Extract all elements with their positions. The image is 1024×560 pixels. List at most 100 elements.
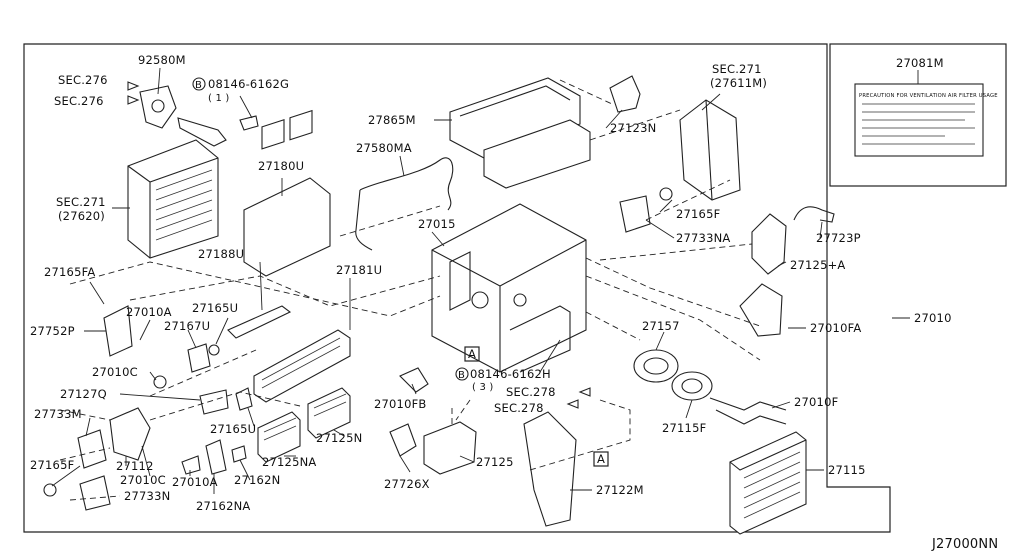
side-vent-27181u-part [253,329,351,403]
label-27733n: 27733N [124,489,170,503]
label-27157: 27157 [642,319,680,333]
label-27112: 27112 [116,459,154,473]
label-27180u: 27180U [258,159,304,173]
label-box-frame [829,43,1007,187]
main-frame [23,43,891,533]
upper-duct-part [449,77,591,189]
bolt-symbol-1-letter: B [195,80,202,91]
label-27010c-top: 27010C [92,365,138,379]
label-27752p: 27752P [30,324,75,338]
diagram-code: J27000NN [931,537,998,552]
label-27167u: 27167U [164,319,210,333]
label-27010a-bot: 27010A [172,475,218,489]
link-27162na-part [205,439,227,475]
grommet-27157-part [633,349,679,383]
bracket-27010fb-part [399,367,429,393]
label-27010c-bot: 27010C [120,473,166,487]
label-27125: 27125 [476,455,514,469]
label-27122m: 27122M [596,483,644,497]
label-27127q: 27127Q [60,387,107,401]
label-27165fa: 27165FA [44,265,95,279]
motor-27112-part [109,407,151,461]
ref-label-a2: A [597,452,605,466]
label-27165u-top: 27165U [192,301,238,315]
actuator-27733na-part [619,187,673,233]
ref-box-a1 [464,346,480,362]
label-27010f: 27010F [794,395,838,409]
bracket-27123n-part [609,75,641,113]
label-sec271-a: SEC.271 [56,195,106,209]
label-sec271-b: SEC.271 [712,62,762,76]
defrost-nozzle-part [227,305,292,339]
unit-27125pa-part [751,213,787,275]
label-27865m: 27865M [368,113,416,127]
label-27010fa: 27010FA [810,321,861,335]
sec-arrows [127,81,591,409]
duct-27122m-part [523,411,577,527]
warning-label-sticker [854,70,984,157]
center-vent-part [243,109,331,277]
label-27123n: 27123N [610,121,656,135]
label-sec278-a: SEC.278 [506,385,556,399]
wire-harness-part [355,157,454,251]
dashed-guide-lines [59,79,761,501]
link-27010a-part [181,455,201,475]
side-duct-part [679,99,741,201]
label-27125n: 27125N [316,431,362,445]
clip-27010c-part [153,375,167,389]
label-27162na: 27162NA [196,499,250,513]
actuator-27733n-part [79,475,111,511]
actuator-27733m-part [77,429,107,469]
label-bolt-08146-6162g: 08146-6162G [208,77,289,91]
label-27125pa: 27125+A [790,258,846,272]
filter-cover-part [139,85,259,147]
label-sec276-a: SEC.276 [58,73,108,87]
heater-core-27115-part [729,431,807,535]
label-27733m: 27733M [34,407,82,421]
label-27165f-left: 27165F [30,458,74,472]
screw-27165f-part [43,483,57,497]
clip-27165u-lower-part [235,387,253,411]
clip-27165u-part [208,344,220,356]
bracket-27752p-part [103,305,133,357]
label-27733na: 27733NA [676,231,730,245]
label-27010a-top: 27010A [126,305,172,319]
label-27081m: 27081M [896,56,944,70]
label-27162n: 27162N [234,473,280,487]
label-bolt-08146-6162h: 08146-6162H [470,367,551,381]
actuator-27167u-part [187,343,211,373]
label-27010: 27010 [914,311,952,325]
label-27165f-top: 27165F [676,207,720,221]
label-sticker-title: PRECAUTION FOR VENTILATION AIR FILTER US… [859,93,998,99]
label-bolt-08146-6162h-qty: ( 3 ) [472,382,494,393]
bolt-symbol-2-letter: B [458,370,465,381]
vent-27125n-part [307,387,351,439]
evaporator-core-part [127,139,219,259]
bolt-symbol-1 [192,77,206,91]
vent-27125na-part [257,411,301,463]
label-27165u-bot: 27165U [210,422,256,436]
label-sec271-a-ref: (27620) [58,209,105,223]
link-27127q-part [199,389,229,415]
label-sec276-b: SEC.276 [54,94,104,108]
unit-27125-part [423,421,477,475]
label-27010fb: 27010FB [374,397,427,411]
label-27580ma: 27580MA [356,141,412,155]
sensor-27726x-part [389,423,417,457]
label-27188u: 27188U [198,247,244,261]
label-sec278-b: SEC.278 [494,401,544,415]
label-sec271-b-ref: (27611M) [710,76,767,90]
label-92580m: 92580M [138,53,186,67]
sensor-27723p-part [793,206,835,223]
label-27115f: 27115F [662,421,706,435]
bracket-27010fa-part [739,283,783,337]
label-27181u: 27181U [336,263,382,277]
label-27723p: 27723P [816,231,861,245]
pipe-27010f-part [709,397,787,425]
label-bolt-08146-6162g-qty: ( 1 ) [208,93,230,104]
leader-lines [51,67,910,494]
ref-label-a1: A [468,347,476,361]
bolt-symbol-2 [455,367,469,381]
